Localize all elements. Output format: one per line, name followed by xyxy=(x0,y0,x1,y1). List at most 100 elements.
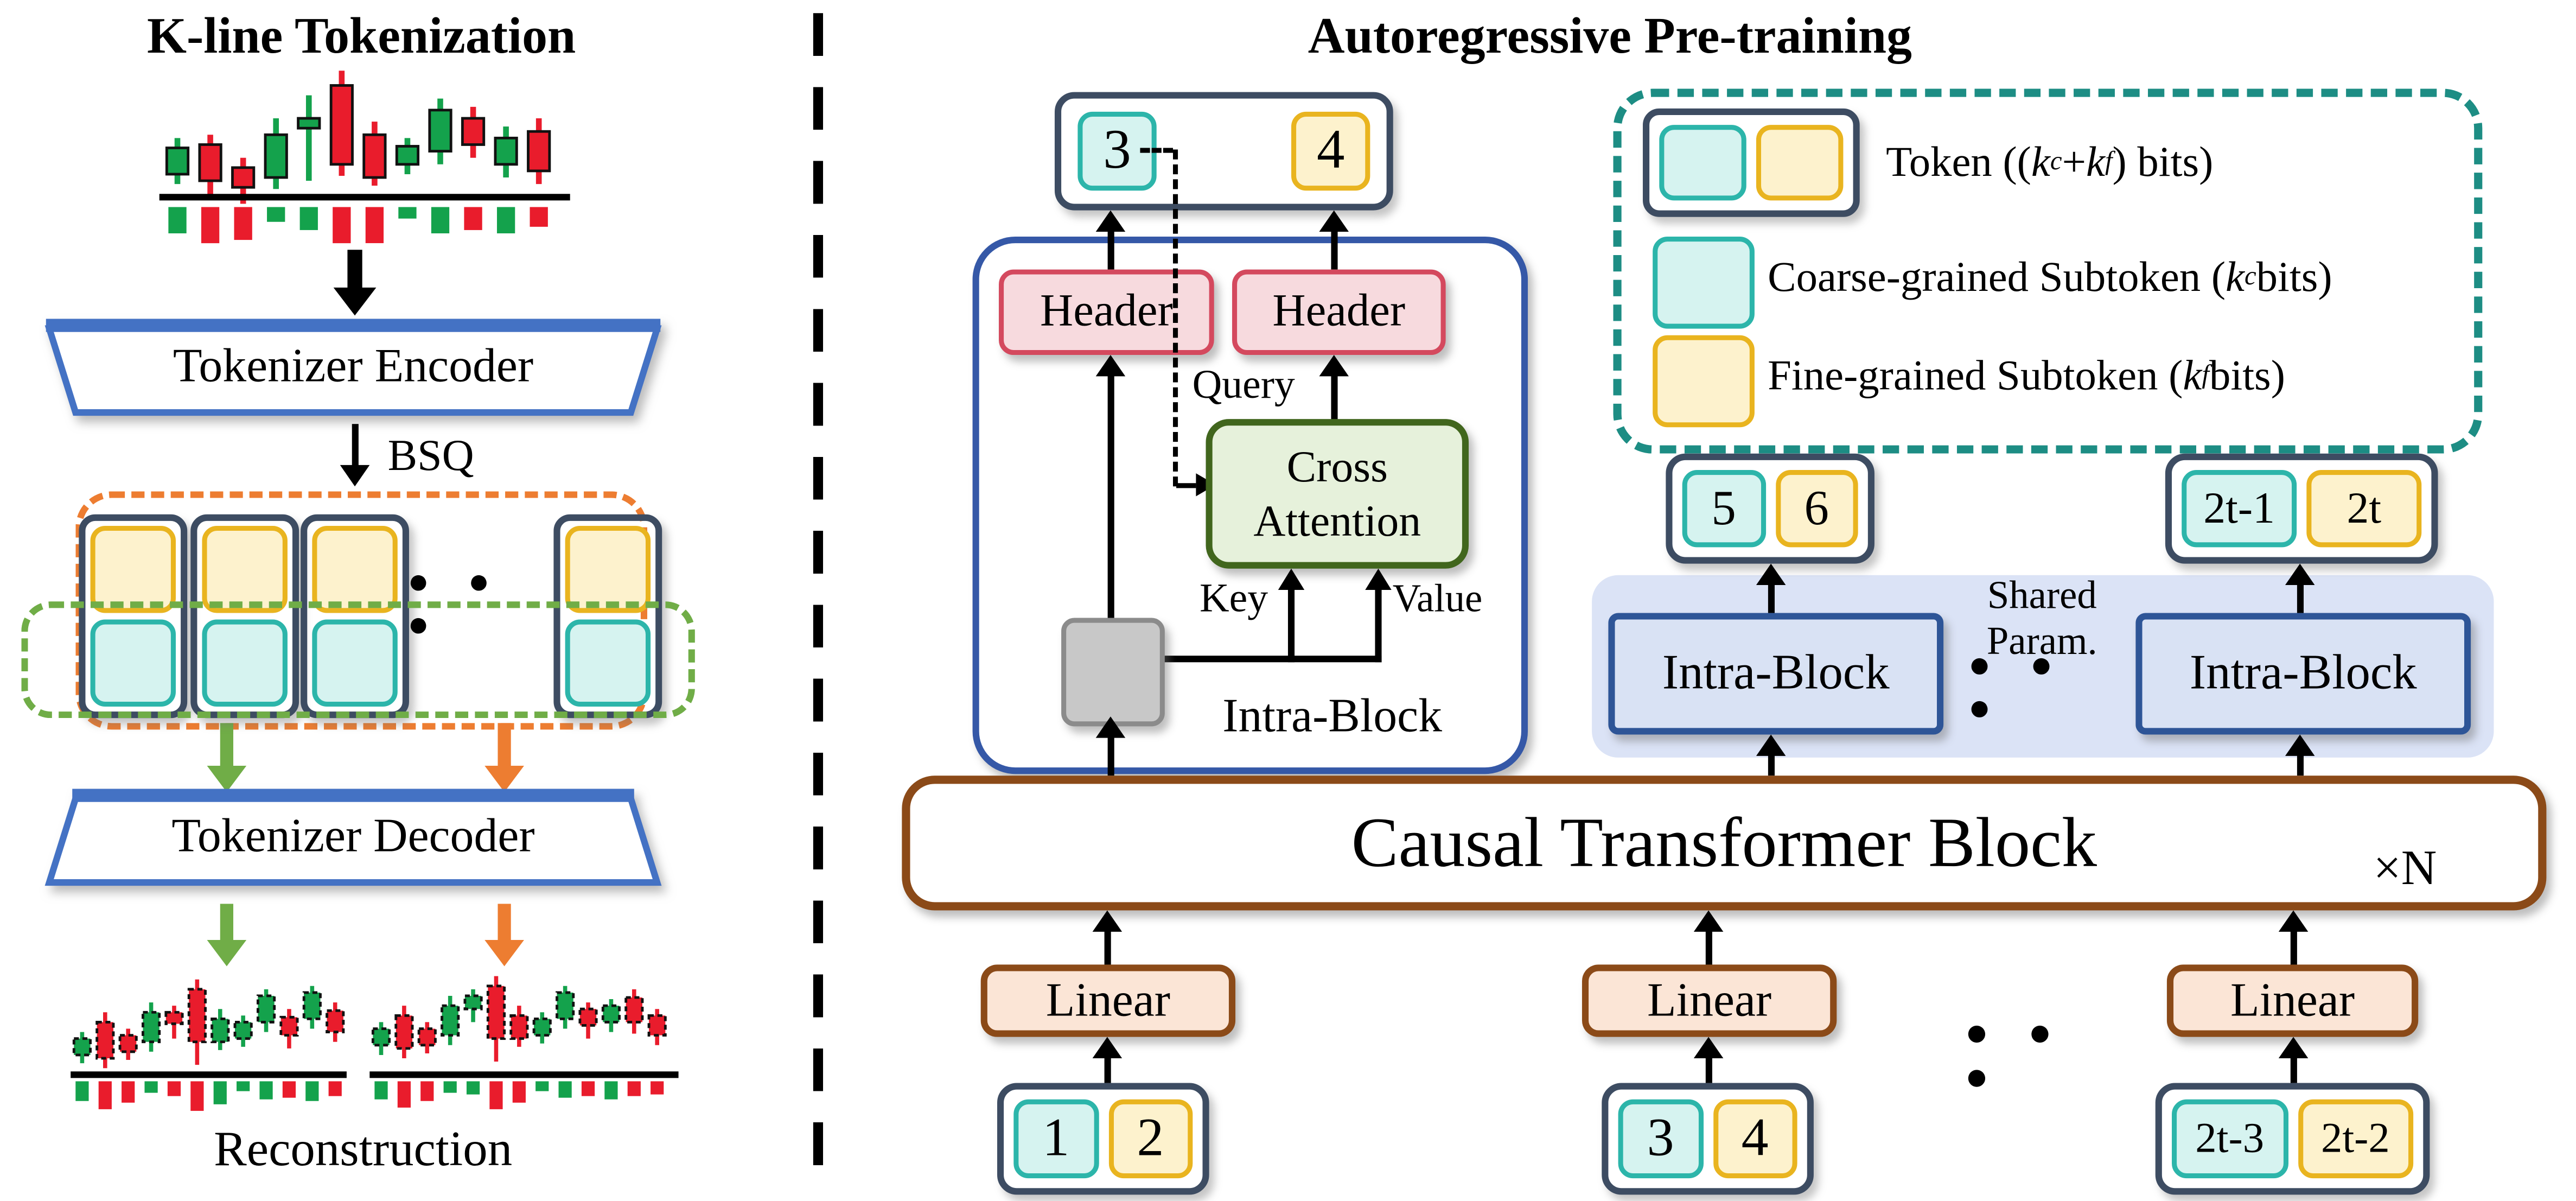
tokenizer-decoder-label: Tokenizer Decoder xyxy=(171,809,535,862)
coarse-subtoken-box xyxy=(90,619,176,707)
fine-subtoken-box xyxy=(90,525,176,613)
up-arrow-attn-to-header xyxy=(1319,355,1349,421)
orange-down-arrow-fine xyxy=(484,723,524,792)
up-arrow-linear1-to-ctb xyxy=(1092,910,1123,965)
linear-box-3: Linear xyxy=(2166,964,2419,1037)
legend-token-icon xyxy=(1643,108,1860,217)
shared-param-line2: Param. xyxy=(1986,621,2097,664)
coarse-subtoken-3b: 3 xyxy=(1618,1099,1703,1179)
fine-subtoken-2t-2: 2t-2 xyxy=(2297,1099,2414,1179)
down-arrow-chart-to-encoder xyxy=(332,250,378,316)
value-label: Value xyxy=(1392,577,1483,621)
header-box-coarse: Header xyxy=(999,269,1214,355)
fine-subtoken-4: 4 xyxy=(1291,111,1370,191)
orange-down-arrow-recon xyxy=(484,904,524,967)
ellipsis-dots: ● ● ● xyxy=(1965,1012,2067,1100)
key-arrow-head xyxy=(1278,568,1305,590)
panel-divider-dashed-line xyxy=(813,13,824,1190)
token-column xyxy=(301,514,409,719)
coarse-subtoken-2t-1: 2t-1 xyxy=(2182,470,2297,548)
up-arrow-token-to-linear2 xyxy=(1693,1037,1724,1083)
up-arrow-token-to-linear1 xyxy=(1092,1037,1123,1083)
query-dash-stub xyxy=(1140,148,1173,153)
reconstructed-kline-chart-left xyxy=(71,979,347,1111)
causal-transformer-block-label: Causal Transformer Block xyxy=(1351,804,2097,882)
intra-block-label: Intra-Block xyxy=(1222,689,1443,742)
fine-subtoken-box xyxy=(565,525,651,613)
coarse-group-green-dashed-box xyxy=(21,601,695,719)
coarse-subtoken-box xyxy=(565,619,651,707)
legend-coarse-icon xyxy=(1653,237,1755,329)
output-token-box: 3 4 xyxy=(1054,92,1393,211)
token-box-1-2: 1 2 xyxy=(997,1083,1209,1195)
up-arrow-grey-to-header xyxy=(1095,355,1126,618)
left-panel-title: K-line Tokenization xyxy=(147,7,576,65)
coarse-subtoken-box xyxy=(202,619,288,707)
fine-subtoken-2t: 2t xyxy=(2306,470,2422,548)
shared-param-label: Shared Param. xyxy=(1955,576,2129,664)
token-box-5-6: 5 6 xyxy=(1666,453,1874,564)
linear-box-1: Linear xyxy=(980,964,1236,1037)
up-arrow-ctb-to-grey xyxy=(1095,716,1126,776)
linear-box-2: Linear xyxy=(1582,964,1837,1037)
causal-transformer-block xyxy=(902,776,2547,911)
query-label: Query xyxy=(1192,363,1295,408)
bsq-label: BSQ xyxy=(387,429,474,479)
coarse-subtoken-box xyxy=(312,619,398,707)
shared-param-line1: Shared xyxy=(1987,576,2097,619)
tokenizer-decoder-shape xyxy=(44,789,662,886)
cross-attention-line1: Cross xyxy=(1286,442,1388,492)
query-dashed-line xyxy=(1172,149,1178,487)
fine-subtoken-box xyxy=(312,525,398,613)
query-dash-elbow xyxy=(1176,483,1196,488)
legend-coarse-part-icon xyxy=(1659,125,1746,201)
reconstruction-label: Reconstruction xyxy=(214,1122,513,1177)
tokenizer-encoder-shape xyxy=(44,319,662,416)
legend-fine-icon xyxy=(1653,335,1755,428)
up-arrow-token-to-linear3 xyxy=(2278,1037,2309,1083)
tokenizer-encoder-label: Tokenizer Encoder xyxy=(173,339,534,392)
up-arrow-linear2-to-ctb xyxy=(1693,910,1724,965)
fine-subtoken-2: 2 xyxy=(1108,1099,1193,1179)
value-arrow-head xyxy=(1365,568,1392,590)
ctb-multiplier-label: ×N xyxy=(2373,841,2437,896)
reconstructed-kline-chart-right xyxy=(369,976,679,1109)
up-arrow-ctb-to-intra1 xyxy=(1756,734,1786,776)
green-down-arrow-recon xyxy=(207,904,247,967)
token-column xyxy=(79,514,188,719)
coarse-subtoken-1: 1 xyxy=(1013,1099,1099,1179)
coarse-subtoken-5: 5 xyxy=(1682,470,1765,548)
intra-block-small-2: Intra-Block xyxy=(2135,613,2471,735)
up-arrow-header-to-token3 xyxy=(1095,210,1126,270)
hidden-state-grey-box xyxy=(1061,618,1165,727)
cross-attention-box: Cross Attention xyxy=(1206,419,1469,569)
kv-branch-line xyxy=(1155,656,1382,663)
up-arrow-ctb-to-intra2 xyxy=(2285,734,2315,776)
token-box-2t1-2t: 2t-1 2t xyxy=(2165,453,2438,564)
token-box-2t3-2t2: 2t-3 2t-2 xyxy=(2155,1083,2430,1195)
legend-fine-part-icon xyxy=(1756,125,1844,201)
ellipsis-dots: ● ● ● xyxy=(407,560,505,644)
right-panel-title: Autoregressive Pre-training xyxy=(1308,7,1912,65)
legend-box xyxy=(1613,88,2483,454)
key-line xyxy=(1287,586,1295,663)
green-down-arrow-coarse xyxy=(207,723,247,792)
token-column xyxy=(190,514,299,719)
key-label: Key xyxy=(1199,576,1268,621)
up-arrow-intra1-to-token xyxy=(1756,563,1786,613)
down-arrow-bsq xyxy=(339,424,372,487)
fine-subtoken-6: 6 xyxy=(1775,470,1858,548)
header-box-fine: Header xyxy=(1232,269,1446,355)
token-column xyxy=(553,514,662,719)
up-arrow-intra2-to-token xyxy=(2285,563,2315,613)
up-arrow-header-to-token4 xyxy=(1319,210,1349,270)
value-line xyxy=(1375,586,1382,663)
ellipsis-dots: ● ● ● xyxy=(1968,644,2068,728)
intra-block-small-1: Intra-Block xyxy=(1608,613,1944,735)
source-kline-chart xyxy=(159,71,570,244)
